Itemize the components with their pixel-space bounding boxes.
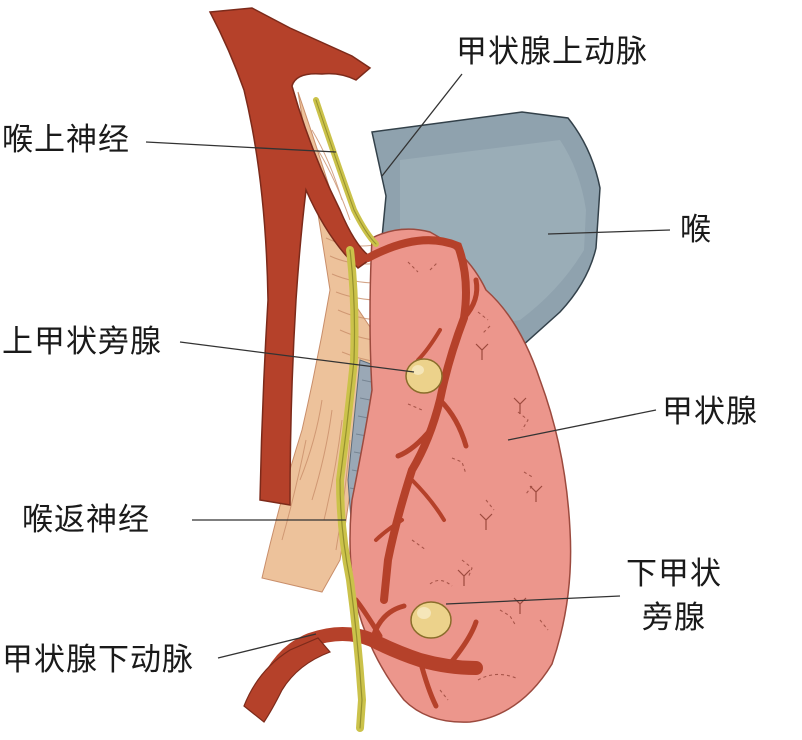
carotid-artery bbox=[208, 7, 374, 506]
leader-lines bbox=[145, 73, 671, 659]
superior-laryngeal-nerve-edge bbox=[315, 99, 377, 245]
thyroid-texture bbox=[407, 261, 549, 701]
thyroid-y-marks bbox=[457, 343, 543, 614]
leader-inferior-parathyroid bbox=[445, 595, 621, 605]
superior-parathyroid-gland bbox=[405, 358, 443, 394]
leader-inferior-thyroid-artery bbox=[217, 633, 317, 659]
superior-thyroid-artery-branches bbox=[364, 236, 480, 604]
inferior-parathyroid-gland bbox=[410, 601, 452, 639]
label-larynx: 喉 bbox=[680, 212, 712, 248]
label-superior-thyroid-artery: 甲状腺上动脉 bbox=[456, 34, 648, 70]
leader-superior-thyroid-artery bbox=[381, 73, 463, 177]
label-thyroid: 甲状腺 bbox=[662, 394, 758, 430]
inferior-thyroid-artery-trunk bbox=[243, 637, 332, 723]
label-inferior-parathyroid-line1: 下甲状 bbox=[626, 556, 722, 592]
label-inferior-thyroid-artery: 甲状腺下动脉 bbox=[2, 642, 194, 678]
leader-superior-parathyroid bbox=[179, 341, 415, 373]
recurrent-laryngeal-nerve-edge bbox=[339, 249, 363, 729]
leader-larynx bbox=[547, 229, 671, 235]
leader-thyroid bbox=[507, 409, 657, 441]
label-superior-parathyroid: 上甲状旁腺 bbox=[2, 324, 162, 360]
label-recurrent-laryngeal-nerve: 喉返神经 bbox=[22, 502, 150, 538]
label-inferior-parathyroid-line2: 旁腺 bbox=[642, 600, 706, 636]
leader-superior-laryngeal-nerve bbox=[145, 141, 337, 153]
superior-parathyroid-highlight bbox=[412, 365, 424, 375]
label-inferior-parathyroid: 下甲状 旁腺 bbox=[626, 552, 722, 640]
label-superior-laryngeal-nerve: 喉上神经 bbox=[2, 122, 130, 158]
inferior-parathyroid-highlight bbox=[417, 607, 431, 619]
